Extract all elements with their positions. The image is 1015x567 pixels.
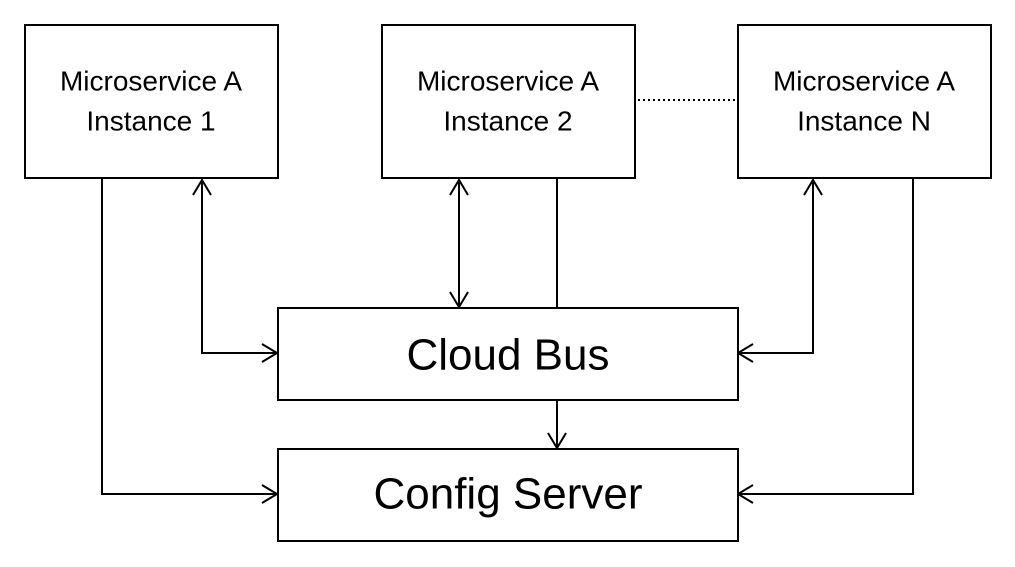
node-instance-n-line1: Microservice A: [773, 66, 955, 97]
node-instance-1-line1: Microservice A: [60, 66, 242, 97]
node-config-server-box: [277, 448, 739, 542]
node-config-server: Config Server: [277, 448, 739, 542]
node-cloud-bus-box: [277, 307, 739, 401]
node-instance-n-line2: Instance N: [797, 106, 931, 137]
node-instance-2: Microservice A Instance 2: [381, 24, 636, 179]
arrowhead-up-instance-n: [803, 178, 823, 196]
edge-instance-1-config-server: [101, 178, 276, 495]
edge-instance-n-cloud-bus: [740, 181, 814, 354]
node-instance-1: Microservice A Instance 1: [24, 24, 279, 179]
node-cloud-bus: Cloud Bus: [277, 307, 739, 401]
connectors: [101, 99, 914, 504]
edge-instance-n-config-server: [740, 178, 914, 495]
edge-instance-1-cloud-bus: [201, 181, 276, 354]
node-instance-2-line2: Instance 2: [443, 106, 572, 137]
node-instance-1-box: [24, 24, 279, 179]
node-instance-2-line1: Microservice A: [417, 66, 599, 97]
arrowhead-up-instance-1: [192, 178, 212, 196]
node-instance-n-box: [737, 24, 992, 179]
node-instance-2-box: [381, 24, 636, 179]
node-config-server-label: Config Server: [373, 470, 642, 519]
arrowhead-up-instance-2: [449, 178, 469, 196]
node-cloud-bus-label: Cloud Bus: [406, 331, 609, 380]
node-instance-1-line2: Instance 1: [86, 106, 215, 137]
node-instance-n: Microservice A Instance N: [737, 24, 992, 179]
